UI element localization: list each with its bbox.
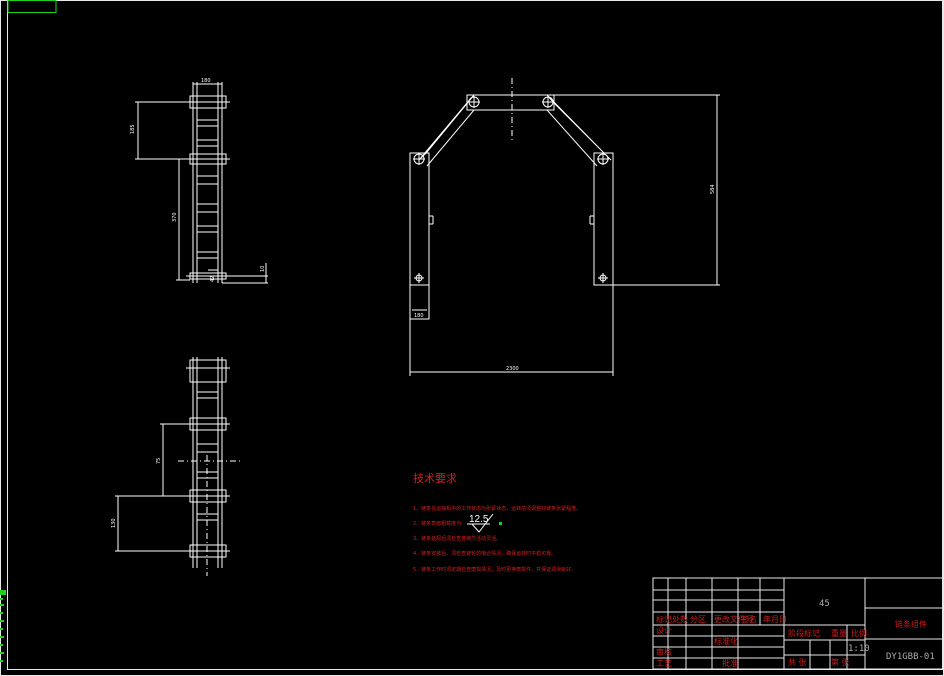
svg-text:年月日: 年月日	[763, 614, 787, 624]
note-3: 3、链条装配后须检查各链节活动灵活。	[413, 535, 501, 542]
svg-text:分区: 分区	[690, 615, 706, 624]
note-2: 2、链条表面粗糙度为	[413, 520, 461, 527]
dim-frame-width: 2300	[506, 366, 519, 372]
svg-text:标记: 标记	[656, 614, 672, 624]
svg-text:比例: 比例	[851, 628, 867, 638]
chain-side-view-upper: 180 185 370 10 42	[130, 78, 268, 284]
svg-text:阶段标记: 阶段标记	[788, 628, 820, 638]
dim-frame-foot: 180	[414, 313, 424, 319]
material-label: 45	[819, 599, 830, 609]
title-block: 标记 处数 分区 更改文件号 签名 年月日 设计 审核 工艺 标准化 批准 阶段…	[652, 577, 944, 670]
chain-side-view-lower: 75 130	[111, 357, 240, 576]
svg-text:处数: 处数	[672, 614, 688, 624]
note-5: 5、链条工作时须定期检查磨损情况，及时更换磨损件，并保证润滑良好。	[413, 566, 576, 573]
svg-text:更改文件号: 更改文件号	[714, 614, 754, 624]
roughness-symbol: 12.5	[467, 513, 502, 533]
scale-value: 1:10	[848, 644, 870, 654]
dim-mid-length: 370	[172, 212, 178, 222]
note-1: 1、链条在运输机中的工作状态为张紧状态，运转前须调整好链条张紧程度。	[413, 505, 581, 512]
svg-text:12.5: 12.5	[469, 514, 489, 525]
svg-text:第 张: 第 张	[831, 657, 850, 667]
dim-upper-pitch: 185	[130, 124, 136, 134]
svg-text:共 张: 共 张	[788, 658, 807, 667]
dim-bottom-mid: 75	[156, 458, 162, 464]
tech-title: 技术要求	[413, 472, 457, 485]
dim-top-width: 180	[201, 78, 211, 84]
frame-assembly-view: 584 2300 180	[409, 78, 720, 376]
dim-frame-height: 584	[710, 184, 716, 194]
dim-bottom-low: 130	[111, 518, 117, 528]
svg-text:批准: 批准	[722, 658, 738, 668]
svg-text:重量: 重量	[831, 628, 847, 638]
svg-text:审核: 审核	[656, 647, 672, 657]
dim-right-small: 10	[260, 266, 266, 272]
left-ruler-ticks	[0, 590, 6, 662]
svg-text:设计: 设计	[656, 625, 672, 635]
svg-text:签名: 签名	[741, 614, 757, 624]
svg-text:标准化: 标准化	[714, 636, 738, 646]
viewport-indicator	[7, 0, 57, 13]
dim-small-offset: 42	[210, 276, 216, 282]
part-name: 链条组件	[895, 619, 927, 629]
note-4: 4、链条安装后，须检查链轮的啮合情况，确保运转时平稳可靠。	[413, 550, 556, 557]
sheet-inner-border	[7, 0, 943, 670]
technical-requirements: 技术要求 1、链条在运输机中的工作状态为张紧状态，运转前须调整好链条张紧程度。 …	[413, 472, 581, 573]
drawing-number: DY1GBB-01	[886, 652, 935, 662]
svg-text:工艺: 工艺	[656, 659, 672, 668]
